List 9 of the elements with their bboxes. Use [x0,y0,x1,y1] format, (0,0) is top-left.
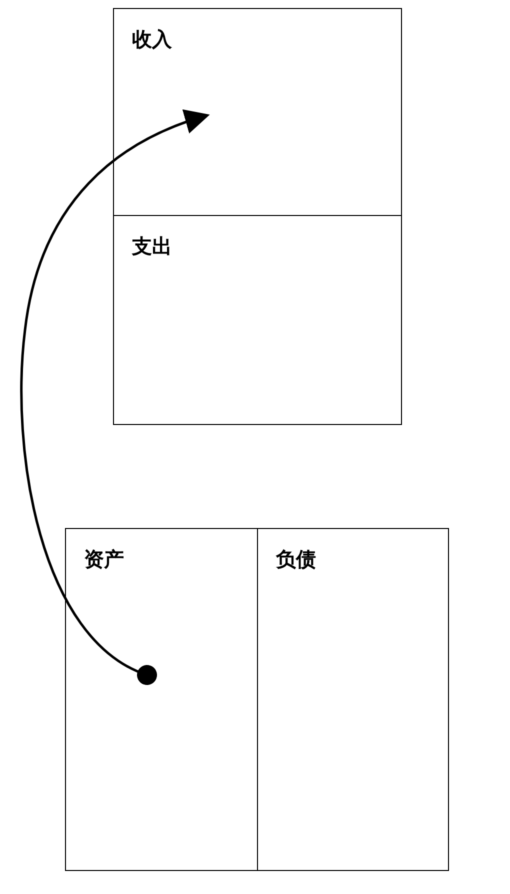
box-label: 支出 [132,234,173,259]
box-label: 资产 [84,547,125,572]
account-box [65,528,258,871]
curved-arrow [20,110,210,685]
account-box [113,215,402,425]
box-label: 收入 [132,27,173,52]
account-box [257,528,449,871]
box-label: 负债 [276,547,317,572]
account-box [113,8,402,216]
